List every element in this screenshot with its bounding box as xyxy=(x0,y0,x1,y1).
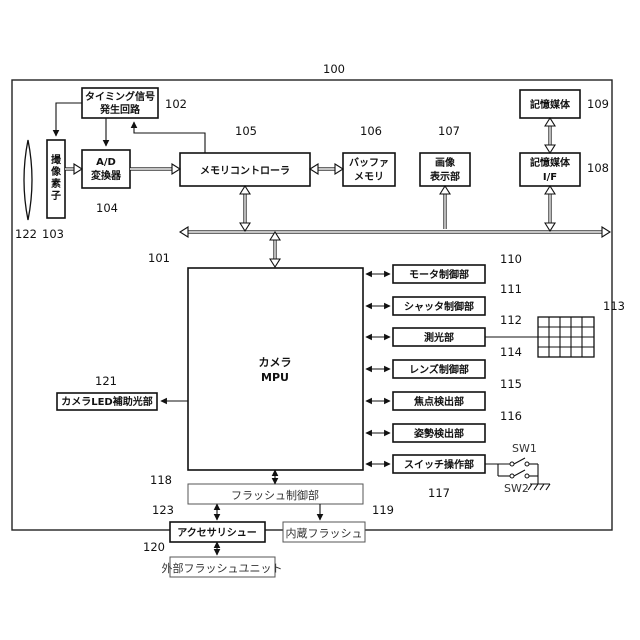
image-display-label-2: 表示部 xyxy=(429,170,460,183)
ref-106: 106 xyxy=(360,124,382,138)
metering-label: 測光部 xyxy=(424,331,454,344)
ref-104: 104 xyxy=(96,201,118,215)
storage-media-label: 記憶媒体 xyxy=(530,98,571,111)
timing-to-sensor-line xyxy=(56,103,82,136)
sw2-label: SW2 xyxy=(504,482,529,495)
ref-101: 101 xyxy=(148,251,170,265)
ref-105: 105 xyxy=(235,124,257,138)
external-flash-label: 外部フラッシュユニット xyxy=(162,561,283,575)
ref-112: 112 xyxy=(500,313,522,327)
image-sensor-label-4: 子 xyxy=(51,190,61,202)
ref-109: 109 xyxy=(587,97,609,111)
ref-102: 102 xyxy=(165,97,187,111)
motor-control-label: モータ制御部 xyxy=(409,268,469,281)
ref-113: 113 xyxy=(603,299,625,313)
switch-operation-label: スイッチ操作部 xyxy=(404,458,474,471)
shutter-control-label: シャッタ制御部 xyxy=(404,300,474,313)
timing-generator-label-1: タイミング信号 xyxy=(85,90,155,103)
image-display-label-1: 画像 xyxy=(435,156,456,169)
sw1-label: SW1 xyxy=(512,442,537,455)
ref-110: 110 xyxy=(500,252,522,266)
storage-media-if-label-1: 記憶媒体 xyxy=(530,156,571,169)
photometry-sensor-grid-icon xyxy=(538,317,594,357)
ref-114: 114 xyxy=(500,345,522,359)
focus-detect-label: 焦点検出部 xyxy=(413,395,464,408)
attitude-detect-label: 姿勢検出部 xyxy=(414,427,464,440)
buffer-memory-label-2: メモリ xyxy=(354,171,384,183)
led-assist-label: カメラLED補助光部 xyxy=(61,395,153,408)
lens-icon xyxy=(24,140,32,220)
buffer-memory-label-1: バッファ xyxy=(349,157,389,169)
camera-mpu-label-1: カメラ xyxy=(259,356,292,369)
memory-controller-label: メモリコントローラ xyxy=(200,165,290,177)
ref-116: 116 xyxy=(500,409,522,423)
ref-107: 107 xyxy=(438,124,460,138)
flash-controller-label: フラッシュ制御部 xyxy=(231,488,319,502)
storage-media-if-label-2: I/F xyxy=(543,172,557,183)
ref-119: 119 xyxy=(372,503,394,517)
builtin-flash-label: 内蔵フラッシュ xyxy=(286,526,363,540)
camera-mpu-box xyxy=(188,268,363,470)
lens-control-label: レンズ制御部 xyxy=(409,363,469,376)
camera-mpu-label-2: MPU xyxy=(261,371,289,384)
image-sensor-label-2: 像 xyxy=(50,165,62,178)
system-ref: 100 xyxy=(323,62,345,76)
memctrl-to-timing-line xyxy=(134,122,205,153)
ref-103: 103 xyxy=(42,227,64,241)
timing-generator-label-2: 発生回路 xyxy=(99,103,141,116)
image-sensor-label-1: 撮 xyxy=(51,153,62,166)
ref-108: 108 xyxy=(587,161,609,175)
ref-117: 117 xyxy=(428,486,450,500)
accessory-shoe-label: アクセサリシュー xyxy=(177,527,257,539)
ref-122: 122 xyxy=(15,227,37,241)
ref-120: 120 xyxy=(143,540,165,554)
ref-118: 118 xyxy=(150,473,172,487)
ref-111: 111 xyxy=(500,282,522,296)
ref-115: 115 xyxy=(500,377,522,391)
image-sensor-label-3: 素 xyxy=(51,177,61,190)
ref-121: 121 xyxy=(95,374,117,388)
ad-converter-label-1: A/D xyxy=(96,157,116,168)
ad-converter-label-2: 変換器 xyxy=(91,169,122,182)
ad-converter-box xyxy=(82,150,130,188)
ref-123: 123 xyxy=(152,503,174,517)
